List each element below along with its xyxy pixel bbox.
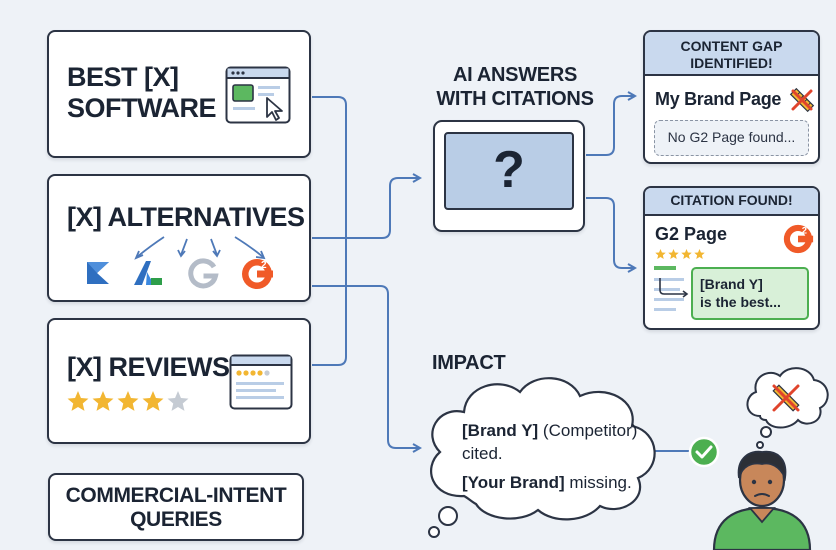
content-gap-panel: CONTENT GAP IDENTIFIED! My Brand Page No… <box>643 30 820 164</box>
impact-line-competitor: [Brand Y] (Competitor) <box>462 421 638 440</box>
query-title-reviews: [X] REVIEWS <box>67 352 230 382</box>
query-title-alternatives: [X] ALTERNATIVES <box>67 202 305 232</box>
star-filled-icon <box>681 249 692 259</box>
impact-text: [Brand Y] (Competitor) cited. [Your Bran… <box>462 421 638 492</box>
citation-found-panel: CITATION FOUND! G2 Page 2 [Brand Y] is t… <box>643 186 820 330</box>
ai-answers-title: AI ANSWERS WITH CITATIONS <box>436 64 594 110</box>
impact-title: IMPACT <box>432 352 506 374</box>
query-title-best: BEST [X] SOFTWARE <box>67 62 217 123</box>
no-g2-page-note <box>654 120 809 156</box>
content-gap-header: CONTENT GAP IDENTIFIED! <box>645 32 818 76</box>
ai-screen-inner: ? <box>444 132 574 210</box>
citation-found-header: CITATION FOUND! <box>645 188 818 216</box>
rating-stars <box>67 391 189 411</box>
query-card-reviews: [X] REVIEWS <box>47 318 311 444</box>
impact-line-missing: [Your Brand] missing. <box>462 473 632 492</box>
thought-bubble <box>746 367 829 449</box>
capterra-icon <box>87 262 109 284</box>
brand-y-quote-text: [Brand Y] is the best... <box>700 276 781 310</box>
star-filled-icon <box>694 249 705 259</box>
person-avatar <box>712 450 812 550</box>
question-mark-icon: ? <box>493 141 525 199</box>
commercial-intent-text: COMMERCIAL-INTENT QUERIES <box>65 484 287 531</box>
browser-window-icon <box>225 66 291 124</box>
star-filled-icon <box>655 249 666 259</box>
broken-ruler-icon <box>789 87 815 113</box>
star-filled-icon <box>67 391 89 411</box>
brand-y-quote-box: [Brand Y] is the best... <box>691 267 809 320</box>
trustradius-icon <box>134 261 162 285</box>
query-card-best-software: BEST [X] SOFTWARE <box>47 30 311 158</box>
my-brand-page-title: My Brand Page <box>655 89 782 109</box>
commercial-intent-label: COMMERCIAL-INTENT QUERIES <box>48 473 304 541</box>
star-filled-icon <box>142 391 164 411</box>
google-icon <box>188 258 219 289</box>
g2-icon: 2 <box>783 224 814 254</box>
g2-icon: 2 <box>242 259 273 289</box>
ai-answer-screen: ? <box>433 120 585 232</box>
impact-cloud <box>428 377 656 538</box>
star-empty-icon <box>167 391 189 411</box>
svg-text:2: 2 <box>802 225 807 236</box>
star-filled-icon <box>668 249 679 259</box>
g2-rating-stars <box>655 249 705 259</box>
page-lines <box>654 266 689 311</box>
no-g2-page-text: No G2 Page found... <box>667 129 796 145</box>
review-card-icon <box>229 354 293 410</box>
check-icon <box>688 436 720 468</box>
query-card-alternatives: [X] ALTERNATIVES 2 <box>47 174 311 302</box>
star-filled-icon <box>92 391 114 411</box>
svg-text:2: 2 <box>261 260 267 271</box>
alternatives-arrows <box>134 236 266 260</box>
star-filled-icon <box>117 391 139 411</box>
g2-page-title: G2 Page <box>655 224 728 244</box>
